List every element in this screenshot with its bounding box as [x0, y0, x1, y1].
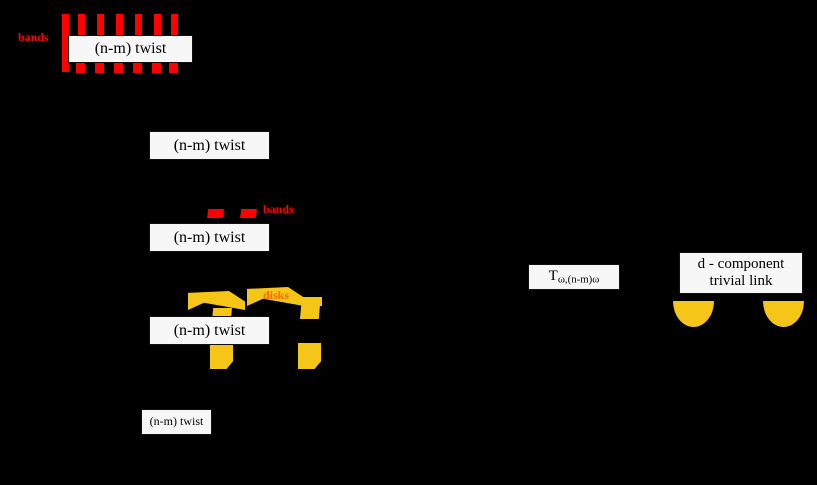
- row1-band-spine: [62, 14, 69, 72]
- row4-twist-box: (n-m) twist: [149, 316, 270, 345]
- tangle-symbol-base: T: [548, 268, 558, 285]
- row3-band-strip: [240, 209, 257, 218]
- row1-band-strip: [114, 62, 123, 73]
- tangle-symbol-box: Tω,(n-m)ω: [528, 264, 620, 290]
- row1-band-strip: [76, 62, 85, 73]
- row4-disks-label: disks: [263, 288, 290, 302]
- row1-band-strip: [152, 62, 161, 73]
- row4-disk-tail: [210, 343, 233, 369]
- row4-disk-arm: [188, 291, 245, 310]
- row1-band-strip: [97, 14, 104, 36]
- row1-band-strip: [135, 14, 142, 36]
- row1-band-strip: [171, 14, 178, 36]
- row1-band-strip: [154, 14, 161, 36]
- row4-disk-stem: [300, 305, 320, 319]
- row3-twist-box-label: (n-m) twist: [173, 228, 246, 246]
- row1-band-strip: [78, 14, 85, 36]
- row1-twist-box: (n-m) twist: [68, 35, 193, 63]
- row3-twist-box: (n-m) twist: [149, 223, 270, 252]
- row3-bands-label: bands: [263, 202, 294, 216]
- row1-twist-box-label: (n-m) twist: [94, 40, 167, 58]
- trivial-link-box: d - component trivial link: [679, 252, 803, 294]
- row1-band-strip: [95, 62, 104, 73]
- row2-twist-box-label: (n-m) twist: [173, 136, 246, 154]
- trivial-link-line2: trivial link: [709, 273, 773, 289]
- tangle-symbol-subscript: ω,(n-m)ω: [557, 273, 600, 286]
- row1-band-strip: [133, 62, 142, 73]
- row4-disk-stem: [303, 297, 322, 306]
- row5-twist-box: (n-m) twist: [141, 409, 212, 435]
- row4-disk-tail: [298, 343, 321, 369]
- trivial-link-bowl: [673, 301, 714, 327]
- tangle-symbol: Tω,(n-m)ω: [549, 268, 600, 285]
- trivial-link-line1: d - component: [697, 256, 785, 273]
- row1-bands-label: bands: [18, 30, 49, 44]
- row2-twist-box: (n-m) twist: [149, 131, 270, 160]
- row4-twist-box-label: (n-m) twist: [173, 321, 246, 339]
- row5-twist-box-label: (n-m) twist: [149, 414, 204, 429]
- row3-band-strip: [207, 209, 224, 218]
- trivial-link-bowl: [763, 301, 804, 327]
- row1-band-strip: [116, 14, 123, 36]
- row1-band-strip: [169, 62, 178, 73]
